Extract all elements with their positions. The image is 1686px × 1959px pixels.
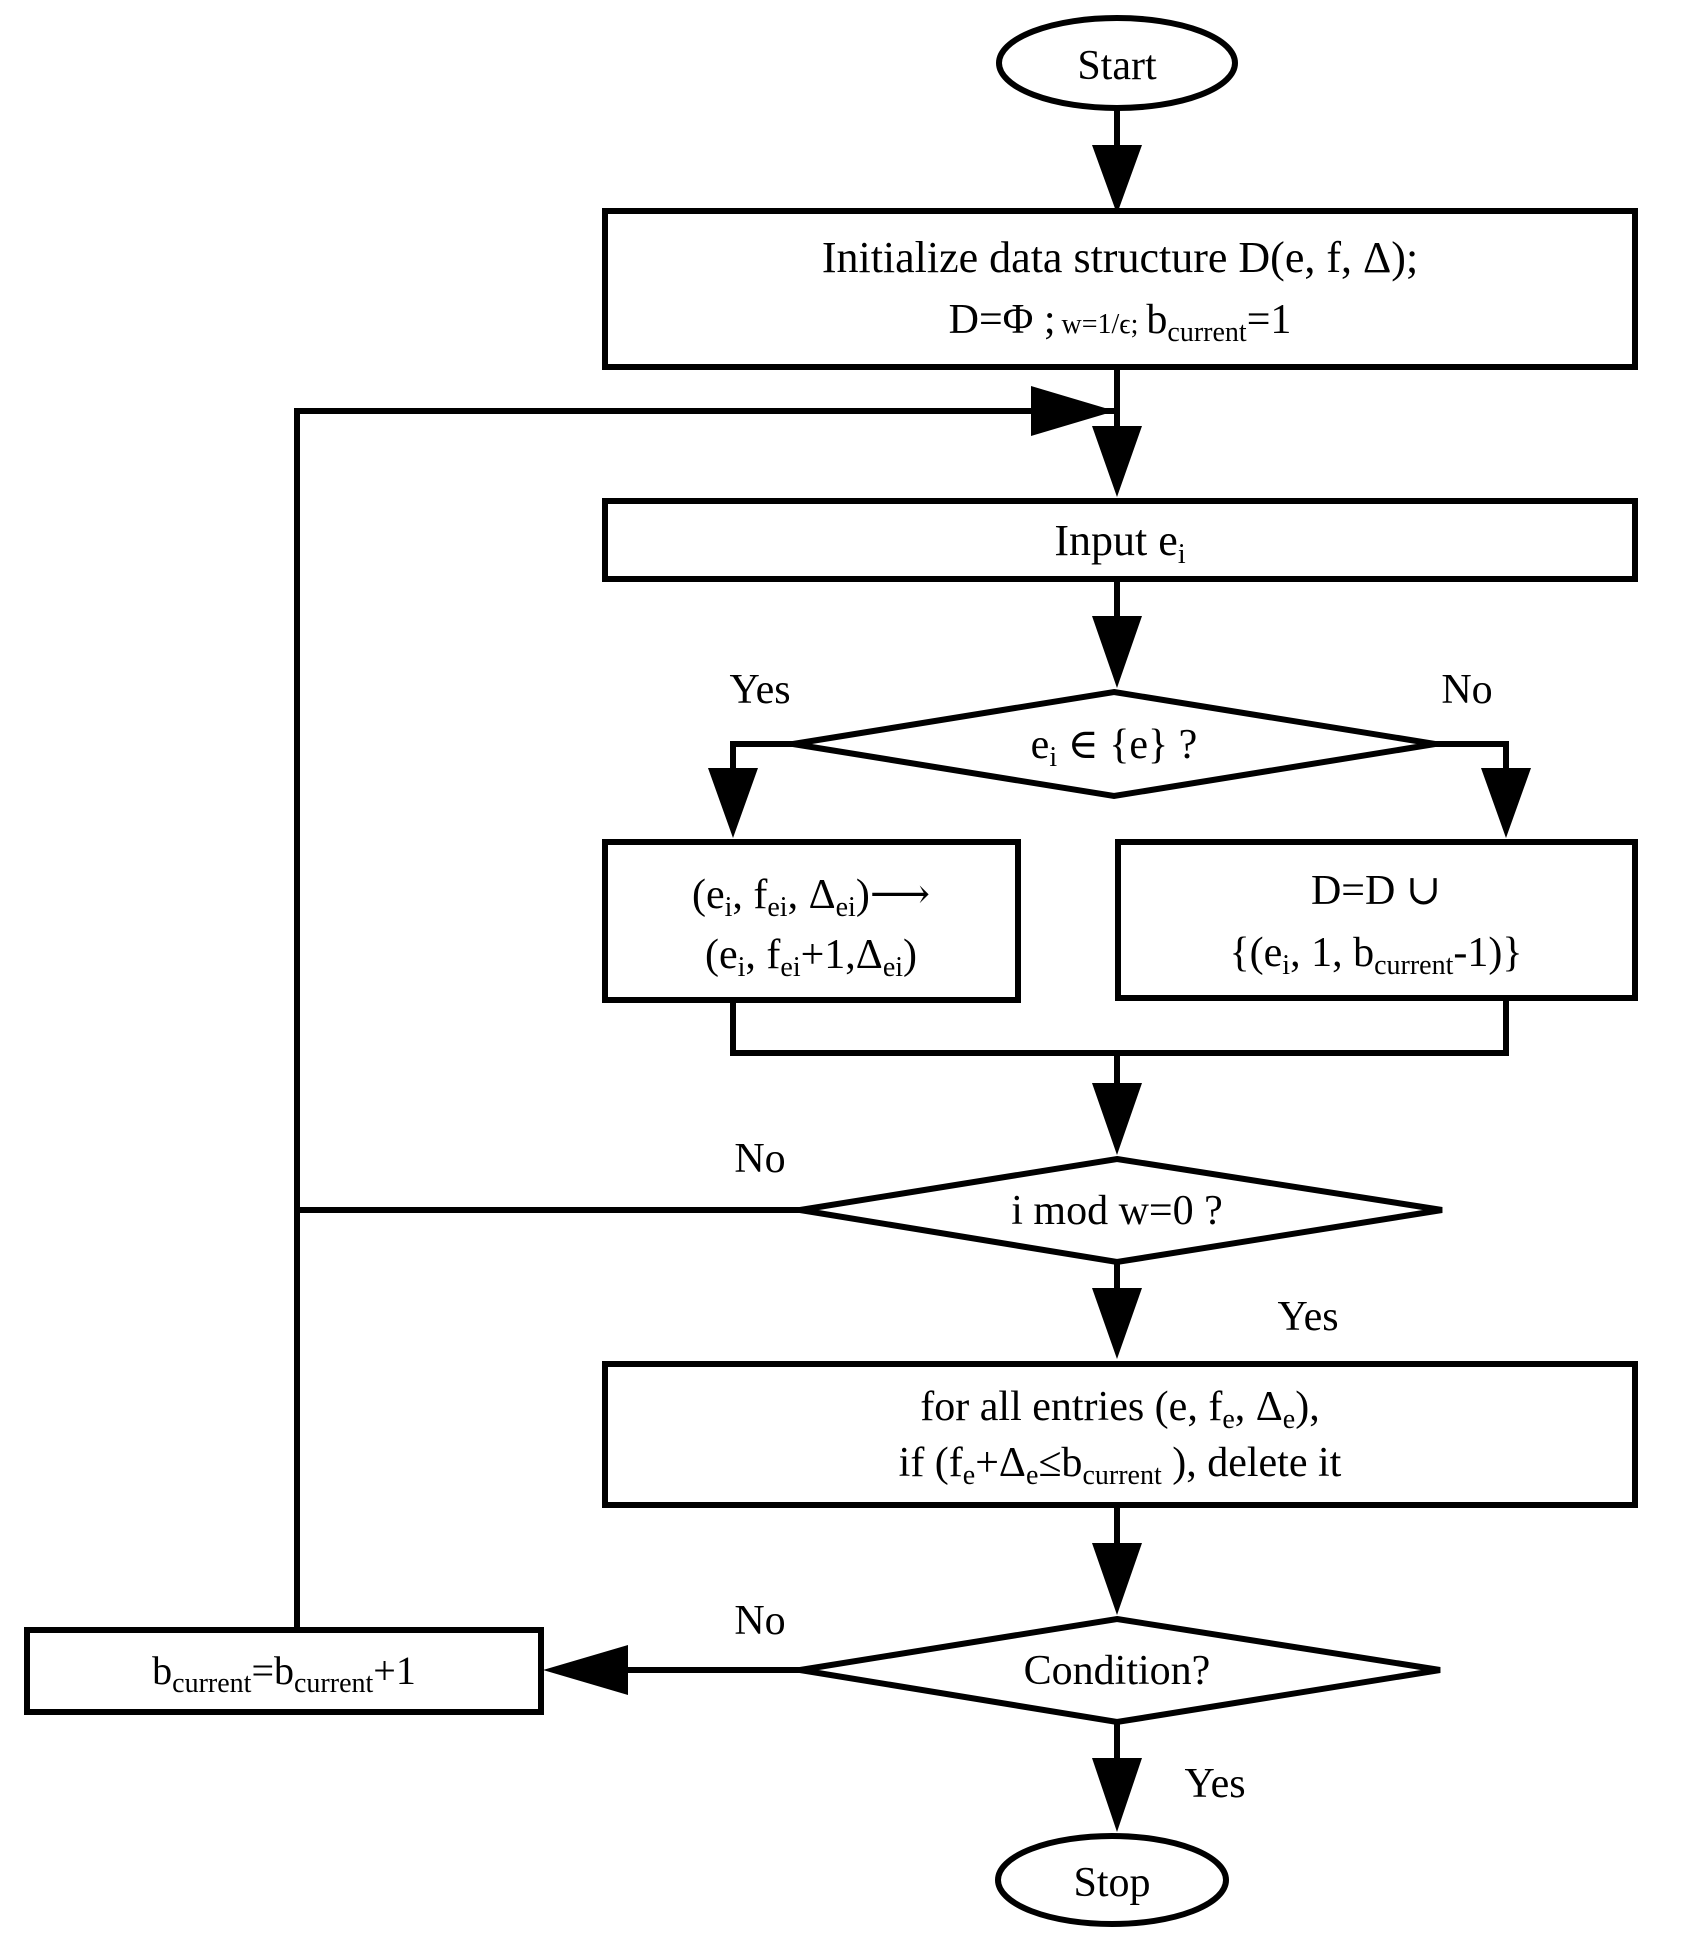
membership-decision: ei ∈ {e} ?: [792, 688, 1436, 800]
arrow-condition-no: [543, 1645, 800, 1695]
prune-line1: for all entries (e, fe, Δe),: [920, 1384, 1319, 1435]
increment-label: bcurrent=bcurrent+1: [152, 1648, 416, 1699]
stop-terminal: Stop: [995, 1833, 1229, 1927]
initialize-box: Initialize data structure D(e, f, Δ); D=…: [602, 208, 1638, 370]
start-label: Start: [1077, 43, 1157, 89]
update-line2: (ei, fei+1,Δei): [705, 932, 917, 983]
initialize-line2: D=Φ ;w=1/ϵ;bcurrent=1: [949, 297, 1292, 348]
mod-check-decision: i mod w=0 ?: [799, 1155, 1443, 1266]
loop-back-line: [294, 386, 1117, 1630]
arrow-input-to-membership: [1092, 579, 1142, 688]
stop-label: Stop: [1073, 1860, 1150, 1906]
start-terminal: Start: [996, 15, 1238, 111]
condition-decision: Condition?: [799, 1615, 1441, 1726]
insert-line1: D=D ∪: [1311, 868, 1441, 914]
arrow-membership-no: [1435, 741, 1531, 838]
arrow-init-to-input: [1092, 367, 1142, 497]
arrow-start-to-init: [1092, 110, 1142, 214]
initialize-line1: Initialize data structure D(e, f, Δ);: [822, 233, 1418, 282]
prune-line2: if (fe+Δe≤bcurrent ), delete it: [899, 1440, 1342, 1491]
arrow-membership-yes: [708, 741, 793, 838]
insert-entry-box: D=D ∪ {(ei, 1, bcurrent-1)}: [1115, 839, 1638, 1001]
insert-line2: {(ei, 1, bcurrent-1)}: [1229, 930, 1522, 981]
update-entry-box: (ei, fei, Δei)⟶ (ei, fei+1,Δei): [602, 839, 1021, 1003]
update-line1: (ei, fei, Δei)⟶: [692, 872, 930, 923]
input-box: Input ei: [602, 498, 1638, 582]
membership-label: ei ∈ {e} ?: [1031, 722, 1198, 773]
condition-label: Condition?: [1024, 1648, 1211, 1694]
mod-check-no-label: No: [734, 1136, 785, 1182]
prune-box: for all entries (e, fe, Δe), if (fe+Δe≤b…: [602, 1361, 1638, 1508]
arrow-mod-to-prune: [1092, 1262, 1142, 1359]
membership-no-label: No: [1441, 667, 1492, 713]
condition-yes-label: Yes: [1184, 1761, 1245, 1807]
increment-box: bcurrent=bcurrent+1: [24, 1627, 544, 1715]
arrow-prune-to-condition: [1092, 1505, 1142, 1615]
condition-no-label: No: [734, 1598, 785, 1644]
mod-check-yes-label: Yes: [1277, 1294, 1338, 1340]
merge-connector: [730, 998, 1509, 1155]
mod-check-label: i mod w=0 ?: [1011, 1188, 1223, 1234]
membership-yes-label: Yes: [729, 667, 790, 713]
arrow-condition-yes: [1092, 1722, 1142, 1832]
input-label: Input ei: [1054, 516, 1185, 570]
